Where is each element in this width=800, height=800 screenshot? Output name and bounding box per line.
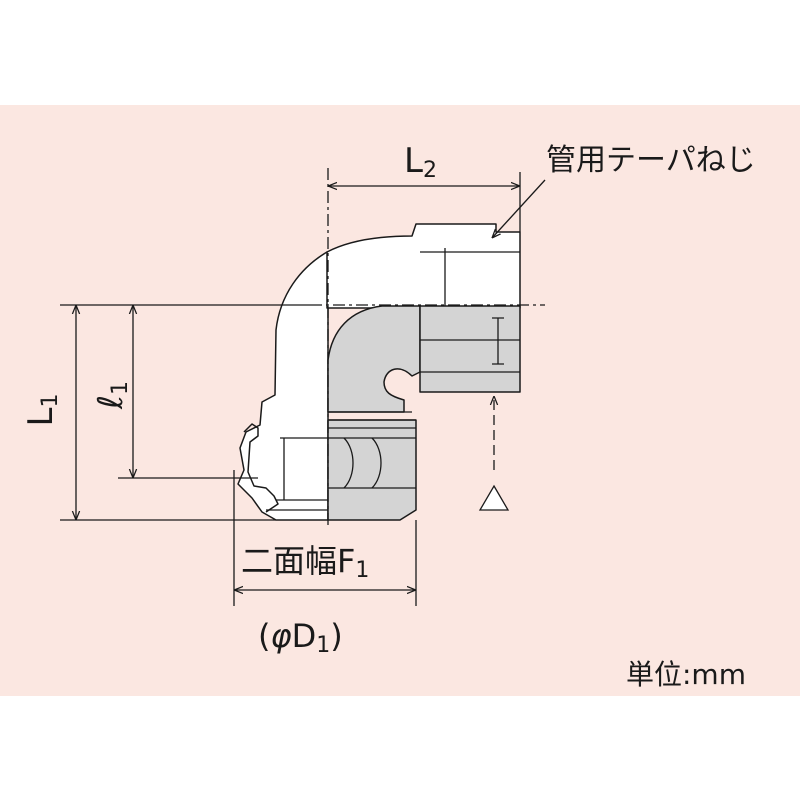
label-d1: (φD1)	[258, 617, 343, 658]
label-unit: 単位:mm	[626, 658, 746, 691]
section-triangle-mark	[478, 484, 510, 511]
section-half	[327, 305, 521, 521]
internal-detail-lines	[266, 248, 520, 511]
thread-leader-line	[492, 179, 546, 238]
centre-lines	[310, 168, 545, 528]
coupling-cap-outline	[243, 423, 279, 513]
svg-text:(φD1): (φD1)	[258, 617, 343, 658]
elbow-section-bore	[327, 305, 421, 413]
svg-text:二面幅F1: 二面幅F1	[241, 542, 369, 583]
svg-text:L1: L1	[21, 394, 63, 427]
label-thread-type: 管用テーパねじ	[546, 143, 756, 178]
label-f1: 二面幅F1	[241, 542, 369, 583]
elbow-top-shoulder	[326, 223, 521, 309]
label-l1: L1	[21, 394, 63, 427]
svg-text:ℓ1: ℓ1	[91, 381, 133, 410]
threaded-socket-section	[419, 305, 521, 393]
elbow-outer-shell	[237, 251, 329, 521]
nut-section	[327, 419, 417, 521]
dimension-lines	[60, 172, 546, 606]
elbow-fitting-body	[237, 223, 521, 521]
label-l2: L2	[404, 141, 437, 183]
label-ell1: ℓ1	[91, 381, 133, 410]
svg-text:L2: L2	[404, 141, 437, 183]
